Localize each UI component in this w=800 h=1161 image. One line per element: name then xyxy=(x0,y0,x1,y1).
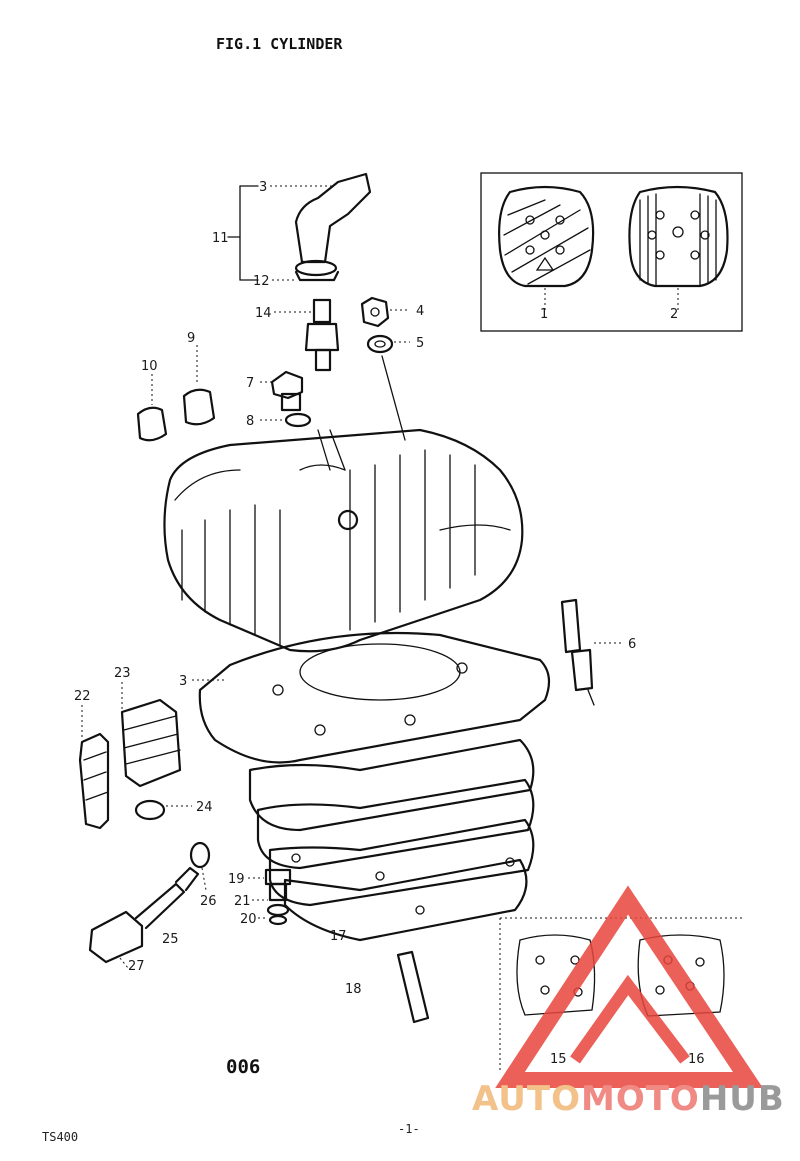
callout-24: 24 xyxy=(196,800,213,815)
model-code: TS400 xyxy=(42,1130,78,1144)
callout-8: 8 xyxy=(246,414,254,429)
cylinder-head xyxy=(163,428,524,653)
callout-3-plug-cap: 3 xyxy=(259,180,267,195)
spark-plug xyxy=(304,298,340,372)
brand-auto: AUTO xyxy=(472,1079,581,1119)
rubber-cap-10 xyxy=(136,406,168,442)
bolt-gasket xyxy=(284,412,312,428)
callout-17: 17 xyxy=(330,929,347,944)
fitting-19-21 xyxy=(264,868,292,926)
brand-moto: MOTO xyxy=(581,1079,700,1119)
callout-16: 16 xyxy=(688,1052,705,1067)
brand-hub: HUB xyxy=(700,1079,785,1119)
callout-25: 25 xyxy=(162,932,179,947)
cylinder-body xyxy=(198,631,551,942)
callout-26: 26 xyxy=(200,894,217,909)
spark-plug-cap xyxy=(294,172,372,282)
compression-release-25 xyxy=(88,866,200,964)
drain-bolt xyxy=(270,370,304,412)
damper-rubber-23 xyxy=(120,698,182,788)
callout-18: 18 xyxy=(345,982,362,997)
washer-26 xyxy=(189,841,211,869)
damper-rubber-24 xyxy=(134,799,166,821)
watermark-logo-triangle xyxy=(495,885,763,1088)
head-washer xyxy=(366,334,394,354)
callout-7: 7 xyxy=(246,376,254,391)
callout-21: 21 xyxy=(234,894,251,909)
callout-20: 20 xyxy=(240,912,257,927)
callout-5: 5 xyxy=(416,336,424,351)
page-number: -1- xyxy=(398,1122,420,1136)
callout-1: 1 xyxy=(540,307,548,322)
callout-11: 11 xyxy=(212,231,229,246)
callout-14: 14 xyxy=(255,306,272,321)
callout-15: 15 xyxy=(550,1052,567,1067)
head-variant-1 xyxy=(498,185,595,310)
figure-title: FIG.1 CYLINDER xyxy=(216,35,343,53)
damper-rubber-22 xyxy=(78,732,110,830)
callout-4: 4 xyxy=(416,304,424,319)
head-variant-2 xyxy=(628,185,729,310)
callout-22: 22 xyxy=(74,689,91,704)
callout-3-cylinder: 3 xyxy=(179,674,187,689)
callout-27: 27 xyxy=(128,959,145,974)
head-nut xyxy=(360,296,390,328)
callout-2: 2 xyxy=(670,307,678,322)
callout-10: 10 xyxy=(141,359,158,374)
rubber-cap-9 xyxy=(182,388,216,426)
head-variants-inset: 1 2 xyxy=(480,172,743,332)
callout-12: 12 xyxy=(253,274,270,289)
callout-9: 9 xyxy=(187,331,195,346)
callout-6: 6 xyxy=(628,637,636,652)
page-code: 006 xyxy=(226,1056,260,1078)
brand-wordmark: AUTOMOTOHUB xyxy=(472,1079,785,1119)
stud-bolt-18 xyxy=(396,950,430,1024)
stud-bolt-6 xyxy=(560,598,594,692)
callout-19: 19 xyxy=(228,872,245,887)
callout-23: 23 xyxy=(114,666,131,681)
